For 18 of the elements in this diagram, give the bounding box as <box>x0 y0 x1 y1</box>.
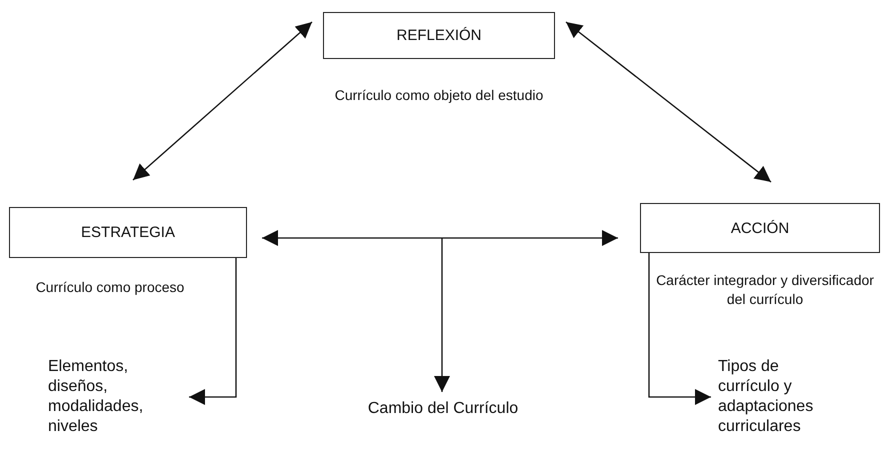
node-caption: Carácter integrador y diversificador del currículo <box>655 271 875 309</box>
arrow <box>189 258 237 405</box>
concept-box <box>9 207 247 258</box>
node-caption: Currículo como proceso <box>34 278 186 297</box>
arrow <box>648 253 711 405</box>
arrow <box>262 230 618 246</box>
concept-label: REFLEXIÓN <box>396 27 482 44</box>
node-caption: Currículo como objeto del estudio <box>334 86 544 105</box>
outcome-text: Cambio del Currículo <box>368 399 518 419</box>
outcome-text: Tipos de currículo y adaptaciones curriculares <box>718 357 814 437</box>
concept-label: ACCIÓN <box>730 220 790 236</box>
outcome-text: Elementos, diseños, modalidades, niveles <box>48 357 144 437</box>
arrow <box>434 238 450 392</box>
concept-label: ESTRATEGIA <box>81 224 175 241</box>
arrow <box>566 21 772 183</box>
concept-box <box>640 203 880 253</box>
concept-box <box>323 12 555 59</box>
arrow <box>132 22 312 180</box>
